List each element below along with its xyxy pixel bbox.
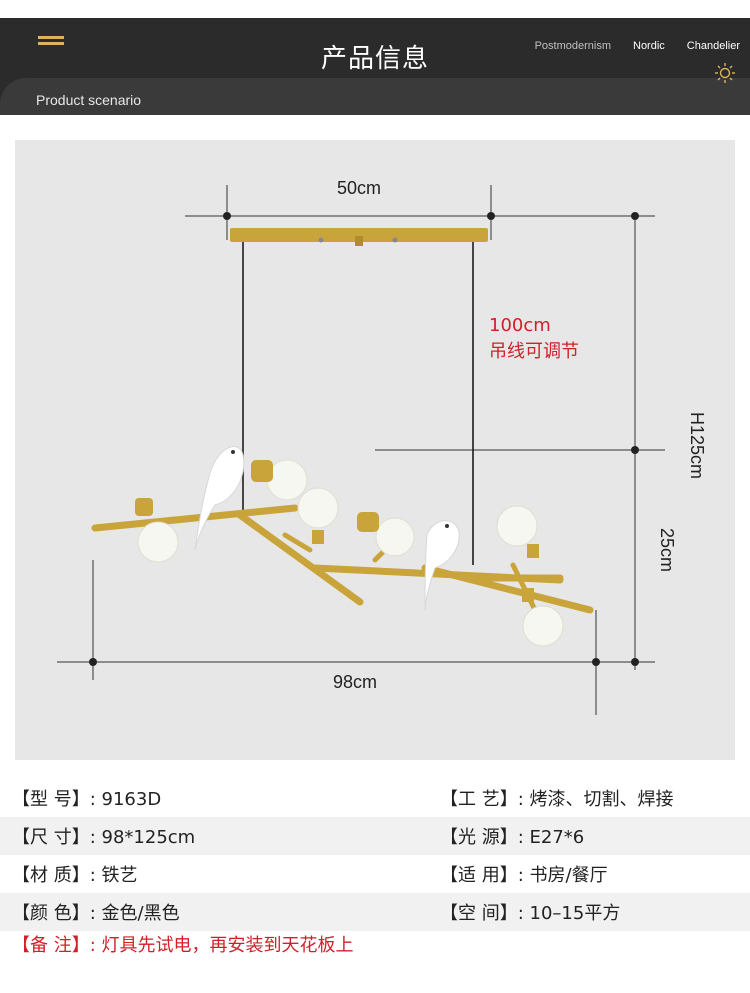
nav-item-chandelier[interactable]: Chandelier bbox=[686, 40, 740, 52]
spec-row: 【材 质】: 铁艺 【适 用】: 书房/餐厅 bbox=[0, 855, 750, 893]
spec-row: 【颜 色】: 金色/黑色 【空 间】: 10–15平方 bbox=[0, 893, 750, 931]
spec-model: 【型 号】: 9163D bbox=[12, 789, 162, 810]
cord-adjustable-note: 吊线可调节 bbox=[489, 341, 579, 362]
dimension-body-width: 98cm bbox=[333, 672, 378, 692]
spec-craft: 【工 艺】: 烤漆、切割、焊接 bbox=[440, 789, 674, 810]
menu-icon[interactable] bbox=[38, 36, 64, 46]
spec-size: 【尺 寸】: 98*125cm bbox=[12, 827, 196, 848]
chandelier-illustration bbox=[57, 185, 665, 715]
installation-note: 【备 注】: 灯具先试电，再安装到天花板上 bbox=[12, 935, 354, 956]
header-nav: Postmodernism Nordic Chandelier bbox=[535, 40, 740, 52]
nav-item-nordic[interactable]: Nordic bbox=[633, 40, 665, 52]
product-scenario-label: Product scenario bbox=[36, 92, 142, 108]
spec-row: 【尺 寸】: 98*125cm 【光 源】: E27*6 bbox=[0, 817, 750, 855]
sun-icon bbox=[715, 63, 735, 83]
dimension-body-height: 25cm bbox=[657, 528, 677, 573]
spec-light-source: 【光 源】: E27*6 bbox=[440, 827, 585, 848]
page-title: 产品信息 bbox=[320, 44, 429, 74]
product-image-panel: 50cm 100cm 吊线可调节 H125cm 25cm 98cm bbox=[15, 140, 735, 760]
dimension-total-height: H125cm bbox=[687, 412, 707, 480]
header-subbar bbox=[0, 78, 750, 115]
spec-space: 【空 间】: 10–15平方 bbox=[440, 903, 621, 924]
page-header: 产品信息 Postmodernism Nordic Chandelier Pro… bbox=[0, 18, 750, 115]
spec-usage: 【适 用】: 书房/餐厅 bbox=[440, 865, 608, 886]
spec-table: 【型 号】: 9163D 【工 艺】: 烤漆、切割、焊接 【尺 寸】: 98*1… bbox=[0, 779, 750, 931]
dimension-top-width: 50cm bbox=[337, 178, 382, 198]
spec-color: 【颜 色】: 金色/黑色 bbox=[12, 903, 180, 924]
spec-row: 【型 号】: 9163D 【工 艺】: 烤漆、切割、焊接 bbox=[0, 779, 750, 817]
nav-item-postmodernism[interactable]: Postmodernism bbox=[534, 40, 611, 52]
spec-material: 【材 质】: 铁艺 bbox=[12, 865, 138, 886]
dimension-cord-length: 100cm bbox=[489, 315, 551, 336]
